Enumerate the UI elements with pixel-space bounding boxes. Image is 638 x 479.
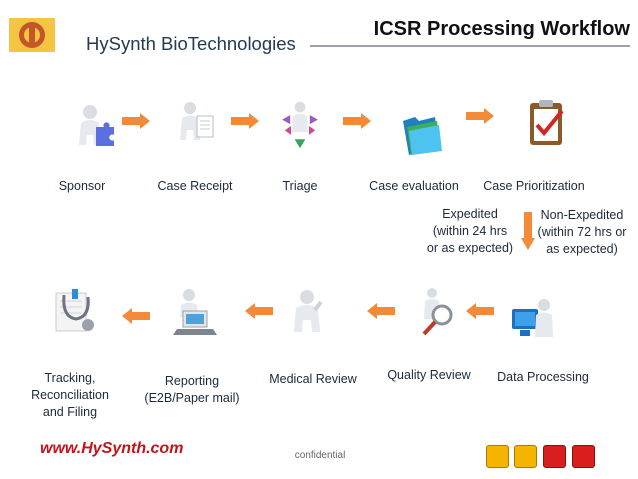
step-label-case-evaluation: Case evaluation: [369, 179, 459, 193]
person-arrows-icon: [282, 101, 318, 149]
person-computer-icon: [512, 299, 553, 337]
laptop-mail-icon: [173, 289, 217, 335]
arrow-left-icon: [367, 303, 395, 319]
person-document-icon: [180, 102, 214, 140]
magnifier-icon: [422, 288, 453, 336]
branch-non-expedited: Non-Expedited (within 72 hrs or as expec…: [537, 208, 627, 256]
person-thinking-icon: [294, 290, 323, 332]
step-label-sponsor: Sponsor: [58, 179, 106, 193]
person-puzzle-icon: [79, 105, 114, 146]
step-label-medical-review: Medical Review: [269, 372, 357, 386]
footer-square-red: [572, 445, 595, 468]
arrow-left-icon: [122, 308, 150, 324]
footer-website-link[interactable]: www.HySynth.com: [40, 440, 184, 457]
company-logo: [9, 18, 55, 52]
arrow-left-icon: [466, 303, 494, 319]
title-underline: [310, 45, 630, 47]
clipboard-check-icon: [530, 100, 564, 145]
footer-square-gold: [486, 445, 509, 468]
page-title: ICSR Processing Workflow: [373, 18, 630, 40]
company-name: HySynth BioTechnologies: [86, 33, 296, 54]
footer-square-red: [543, 445, 566, 468]
arrow-right-icon: [466, 108, 494, 124]
arrow-down-icon: [521, 212, 535, 250]
stethoscope-icon: [55, 289, 94, 332]
arrow-left-icon: [245, 303, 273, 319]
footer-square-gold: [514, 445, 537, 468]
step-label-case-prioritization: Case Prioritization: [483, 179, 585, 193]
step-label-triage: Triage: [282, 179, 318, 193]
step-label-quality-review: Quality Review: [387, 368, 471, 382]
branch-expedited: Expedited (within 24 hrs or as expected): [426, 207, 514, 255]
step-label-tracking: Tracking, Reconciliation and Filing: [31, 371, 109, 419]
arrow-right-icon: [343, 113, 371, 129]
arrow-right-icon: [231, 113, 259, 129]
step-label-data-processing: Data Processing: [497, 370, 589, 384]
confidential-note: confidential: [294, 450, 346, 461]
arrow-right-icon: [122, 113, 150, 129]
folder-icon: [403, 117, 442, 155]
step-label-case-receipt: Case Receipt: [157, 179, 233, 193]
step-label-reporting: Reporting (E2B/Paper mail): [144, 374, 240, 405]
